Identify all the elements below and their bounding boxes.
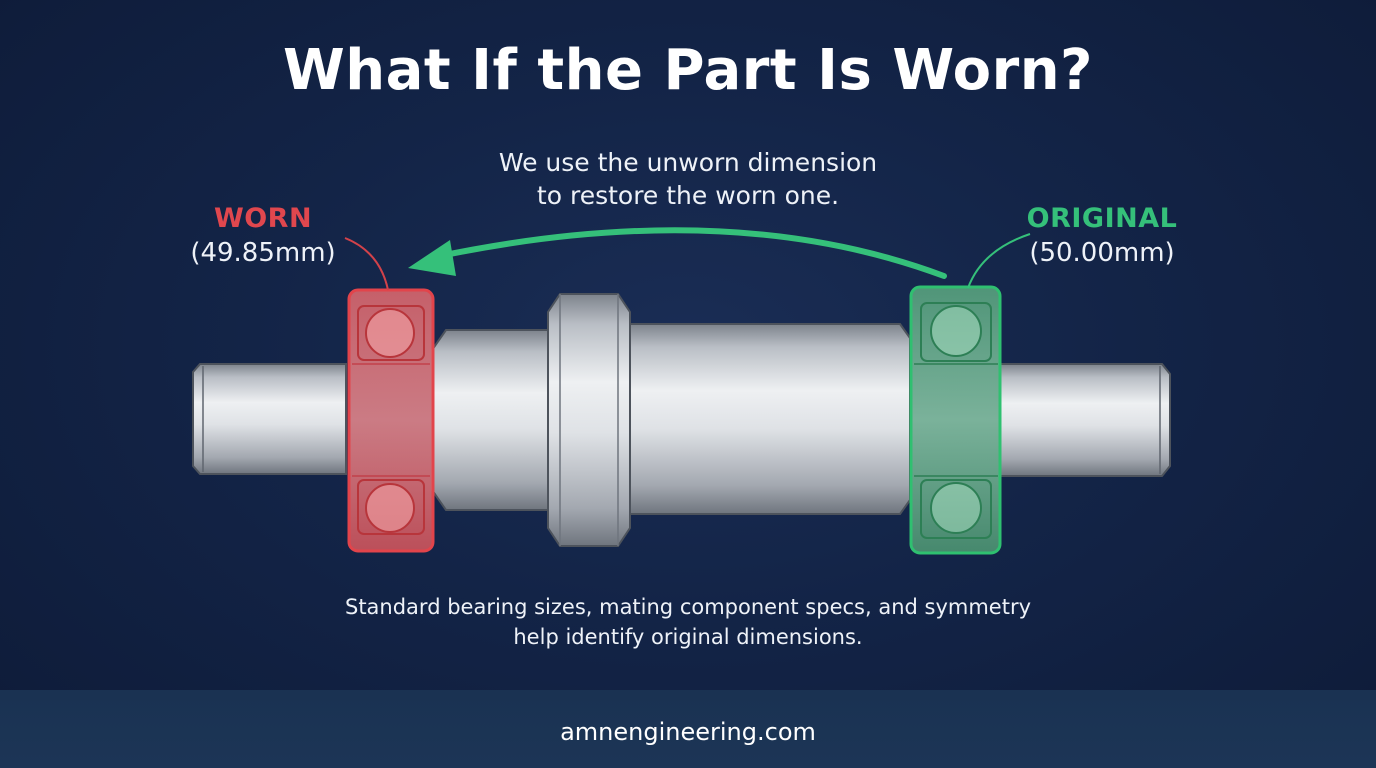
original-leader-line	[967, 233, 1031, 289]
shaft-diagram	[192, 227, 1171, 555]
original-dimension: (50.00mm)	[1029, 238, 1175, 268]
shaft-mid-right	[629, 323, 911, 515]
callout-line-1: We use the unworn dimension	[498, 148, 878, 177]
worn-leader-line	[344, 237, 389, 291]
original-label: ORIGINAL	[1026, 203, 1178, 234]
original-tag: ORIGINAL (50.00mm)	[982, 203, 1222, 268]
restore-callout: We use the unworn dimension to restore t…	[388, 146, 988, 212]
caption-line-1: Standard bearing sizes, mating component…	[344, 595, 1032, 619]
shaft-left-end	[192, 363, 347, 475]
caption-line-2: help identify original dimensions.	[513, 625, 863, 649]
worn-label: WORN	[213, 203, 313, 234]
worn-tag: WORN (49.85mm)	[143, 203, 383, 268]
page-title: What If the Part Is Worn?	[282, 38, 1094, 103]
restore-arrow-head	[408, 240, 456, 276]
callout-line-2: to restore the worn one.	[536, 181, 840, 210]
footer-site[interactable]: amnengineering.com	[560, 718, 816, 746]
shaft-right-end	[999, 363, 1171, 477]
caption: Standard bearing sizes, mating component…	[288, 592, 1088, 652]
restore-arrow	[437, 227, 947, 279]
worn-bearing	[347, 288, 435, 553]
shaft-collar	[547, 293, 631, 547]
original-bearing	[909, 285, 1002, 555]
shaft-mid-left	[431, 329, 557, 511]
footer-bar: amnengineering.com	[0, 690, 1376, 768]
worn-dimension: (49.85mm)	[190, 238, 336, 268]
